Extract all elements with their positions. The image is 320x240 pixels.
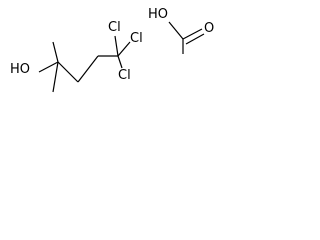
chemical-structure-drawing: HO Cl Cl Cl HO O [10, 7, 214, 93]
bond-ho-carbonyl-carbon [168, 21, 184, 40]
carbonyl-oxygen-label: O [204, 21, 214, 36]
bond-c5-cl-left [114, 35, 119, 57]
acetic-acid-structure: HO O [148, 7, 214, 54]
chlorine-label-bottom: Cl [118, 68, 131, 83]
bond-carbonyl-double-2 [185, 33, 205, 45]
chlorine-label-top-left: Cl [108, 20, 121, 35]
bond-c5-cl-right [117, 41, 131, 57]
trichloro-methylhexanol-structure: HO Cl Cl Cl [10, 20, 143, 93]
bond-c2-methyl-bottom [52, 61, 59, 93]
chlorine-label-top-right: Cl [130, 31, 143, 46]
hydroxyl-label: HO [10, 62, 30, 77]
bond-c3-c4 [77, 55, 99, 83]
bond-carbonyl-double-1 [182, 28, 203, 40]
bond-c2-c3 [57, 61, 79, 83]
bond-c2-methyl-top [52, 41, 59, 63]
acetic-acid-hydroxyl-label: HO [148, 7, 168, 22]
bond-ho-c2 [38, 61, 59, 73]
bond-c5-cl-bottom [117, 55, 123, 69]
structure-canvas: HO Cl Cl Cl HO O [0, 0, 225, 114]
